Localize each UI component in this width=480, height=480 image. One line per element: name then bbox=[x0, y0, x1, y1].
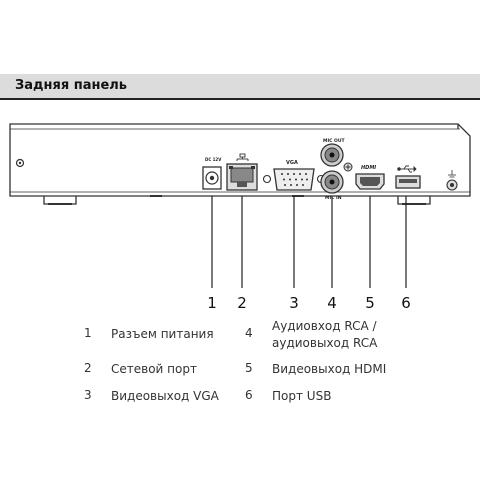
vga-port-icon bbox=[262, 168, 326, 191]
dc-label: DC 12V bbox=[205, 157, 222, 162]
mic-out-label: MIC OUT bbox=[323, 138, 346, 144]
legend-number: 1 bbox=[84, 326, 92, 340]
section-header: Задняя панель bbox=[0, 74, 480, 100]
ground-screw-icon bbox=[343, 162, 353, 172]
rca-out-icon bbox=[320, 143, 344, 167]
legend-text: Видеовыход HDMI bbox=[272, 362, 387, 376]
callout-6: 6 bbox=[401, 294, 411, 312]
hdmi-label: HDMI bbox=[361, 165, 376, 171]
callout-5: 5 bbox=[365, 294, 375, 312]
vga-label: VGA bbox=[286, 160, 298, 166]
usb-icon bbox=[397, 165, 417, 173]
legend-text: Разъем питания bbox=[111, 327, 214, 341]
callout-3: 3 bbox=[289, 294, 299, 312]
legend-text: Сетевой порт bbox=[111, 362, 197, 376]
legend-number: 3 bbox=[84, 388, 92, 402]
usb-port-icon bbox=[395, 175, 421, 189]
device-body bbox=[9, 123, 471, 205]
legend-text: Порт USB bbox=[272, 389, 332, 403]
legend-text: Аудиовход RCA / аудиовыход RCA bbox=[272, 319, 378, 350]
callout-4: 4 bbox=[327, 294, 337, 312]
legend-number: 2 bbox=[84, 361, 92, 375]
rca-in-icon bbox=[320, 170, 344, 194]
legend-number: 5 bbox=[245, 361, 253, 375]
callout-1: 1 bbox=[207, 294, 217, 312]
mic-in-label: MIC IN bbox=[325, 195, 342, 201]
section-title: Задняя панель bbox=[15, 78, 128, 93]
leader-lines bbox=[211, 196, 407, 288]
legend-text: Видеовыход VGA bbox=[111, 389, 219, 403]
lan-port-icon bbox=[226, 163, 258, 191]
network-icon bbox=[236, 153, 249, 161]
ground-terminal-icon bbox=[446, 170, 458, 191]
callout-2: 2 bbox=[237, 294, 247, 312]
legend-number: 4 bbox=[245, 326, 253, 340]
legend-number: 6 bbox=[245, 388, 253, 402]
hdmi-port-icon bbox=[355, 173, 385, 190]
power-jack-icon bbox=[202, 166, 222, 190]
screw-icon bbox=[15, 158, 25, 168]
